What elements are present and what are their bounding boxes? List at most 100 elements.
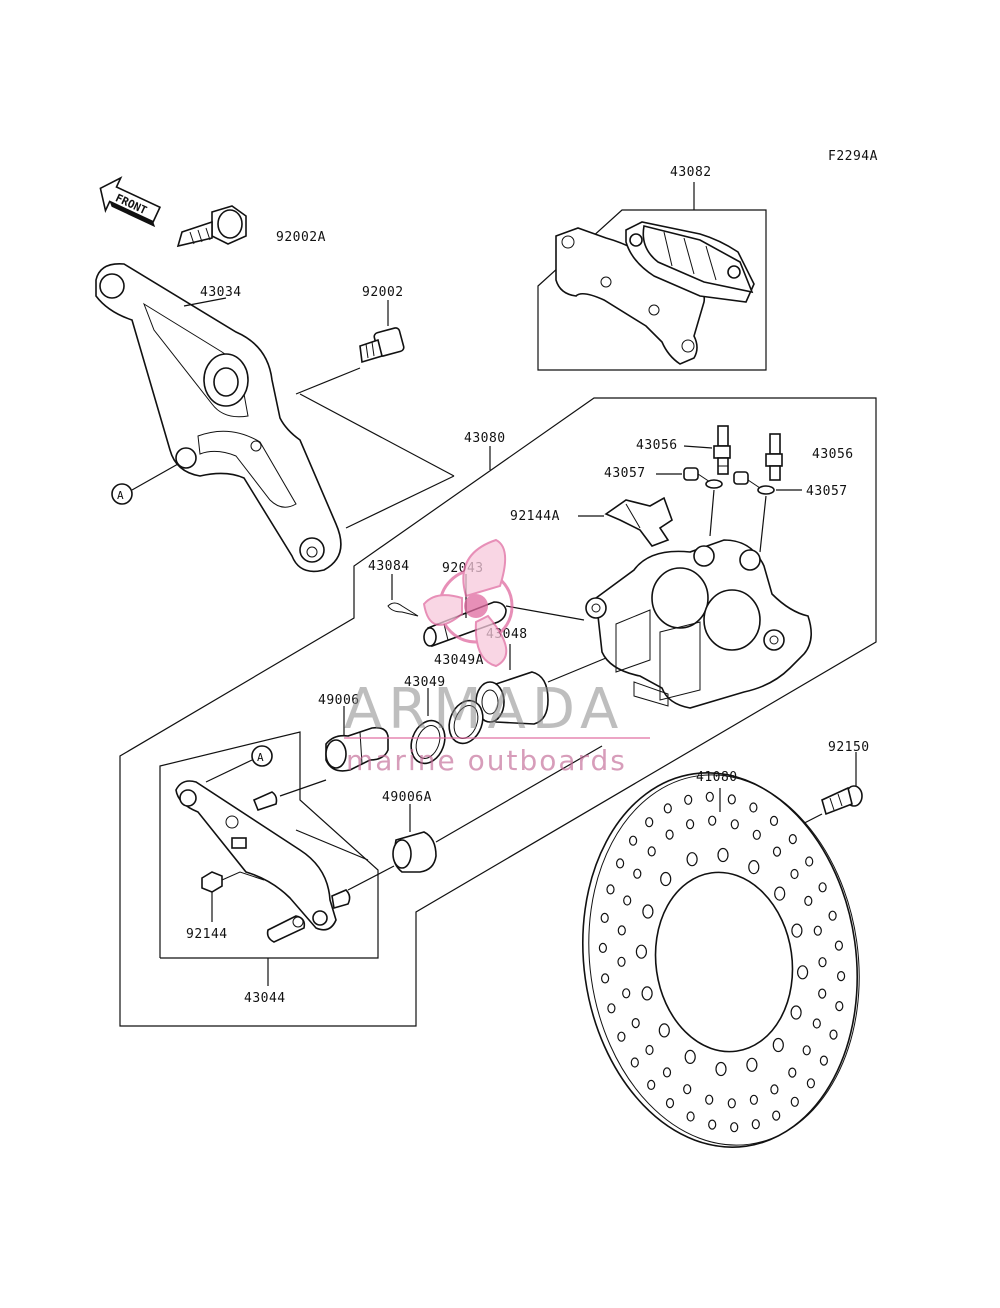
- disc-hole: [749, 1094, 759, 1105]
- ref-marker-a-2: [251, 745, 273, 767]
- disc-hole: [836, 970, 846, 982]
- disc-hole: [633, 868, 642, 879]
- label-43034: 43034: [200, 285, 242, 300]
- caliper-holder-43044: [175, 780, 351, 943]
- disc-bolt-92150: [821, 785, 863, 816]
- bleeder-valve-right: [765, 433, 783, 481]
- disc-hole: [791, 923, 803, 938]
- disc-hole: [828, 910, 837, 921]
- disc-hole: [705, 791, 714, 802]
- disc-hole: [772, 1037, 784, 1053]
- disc-hole: [683, 1084, 692, 1095]
- disc-hole: [635, 944, 648, 959]
- disc-hole: [812, 1018, 821, 1029]
- disc-hole: [642, 904, 654, 919]
- brake-pads-43082: [555, 221, 755, 365]
- disc-hole: [790, 1005, 802, 1020]
- disc-hole: [684, 794, 693, 805]
- label-43049A: 43049A: [434, 653, 484, 668]
- dust-seal-43049A: [448, 699, 484, 745]
- disc-hole: [660, 871, 672, 887]
- disc-hole: [717, 847, 729, 863]
- disc-hole: [628, 835, 638, 846]
- label-49006: 49006: [318, 693, 360, 708]
- disc-hole: [645, 1044, 654, 1056]
- disc-hole: [770, 1084, 779, 1095]
- figure-code: F2294A: [828, 149, 878, 164]
- pad-spring-92144A: [604, 496, 673, 547]
- label-43056-left: 43056: [636, 438, 678, 453]
- caliper-assembly-box: [119, 397, 877, 1027]
- disc-hole: [727, 1098, 736, 1109]
- disc-hole: [772, 846, 782, 857]
- disc-hole: [804, 895, 813, 907]
- watermark-logo: [422, 538, 514, 668]
- disc-hole: [829, 1029, 838, 1040]
- disc-hole: [818, 957, 827, 968]
- disc-hole: [645, 817, 654, 828]
- ref-marker-a-1: [111, 483, 133, 505]
- disc-hole: [598, 942, 608, 954]
- disc-hole: [708, 1119, 717, 1130]
- disc-holes-outer: [598, 791, 846, 1133]
- label-92002A: 92002A: [276, 230, 326, 245]
- boot-49006A: [392, 831, 437, 873]
- disc-hole: [665, 829, 674, 840]
- ref-marker-a-2-label: A: [257, 751, 264, 764]
- disc-hole: [617, 925, 626, 936]
- disc-hole: [748, 859, 760, 875]
- disc-hole: [600, 912, 609, 924]
- label-92150: 92150: [828, 740, 870, 755]
- holder-box: [159, 731, 379, 959]
- disc-hole: [623, 895, 632, 906]
- disc-hole: [607, 1003, 616, 1014]
- front-arrow-icon: FRONT: [99, 176, 162, 228]
- bleeder-valve-left: [713, 425, 731, 475]
- piston-seal-43049: [410, 719, 446, 765]
- bleeder-cap-right: [733, 471, 775, 495]
- disc-hole: [834, 940, 844, 951]
- label-43044: 43044: [244, 991, 286, 1006]
- disc-hole: [751, 1119, 760, 1130]
- watermark-title: ARMADA: [344, 677, 624, 742]
- disc-hole: [663, 803, 672, 814]
- disc-hole: [708, 815, 717, 826]
- disc-hole: [818, 988, 827, 999]
- label-92002: 92002: [362, 285, 404, 300]
- disc-hole: [813, 925, 822, 936]
- disc-holes-inner: [635, 847, 809, 1077]
- disc-hole: [727, 794, 736, 805]
- disc-hole: [730, 1122, 739, 1133]
- pin-92043: [423, 601, 507, 648]
- disc-hole: [715, 1061, 727, 1077]
- disc-hole: [818, 882, 827, 893]
- disc-hole: [665, 1097, 675, 1109]
- disc-hole: [658, 1023, 670, 1038]
- disc-hole: [805, 856, 814, 867]
- disc-hole: [647, 846, 656, 857]
- disc-hole: [686, 852, 698, 867]
- disc-hole: [647, 1079, 656, 1091]
- disc-hole: [615, 858, 625, 869]
- disc-hole: [774, 886, 786, 901]
- disc-hole: [684, 1049, 696, 1065]
- label-43082: 43082: [670, 165, 712, 180]
- disc-hole: [622, 988, 631, 999]
- disc-hole: [686, 1111, 695, 1122]
- spring-92144: [201, 871, 265, 893]
- disc-hole: [819, 1055, 829, 1066]
- disc-hole: [630, 1057, 639, 1068]
- label-43049: 43049: [404, 675, 446, 690]
- caliper-bracket-43034: [95, 263, 342, 573]
- disc-hole: [685, 819, 695, 830]
- disc-hole: [788, 833, 797, 845]
- disc-hole: [705, 1094, 714, 1105]
- disc-hole: [772, 1110, 781, 1121]
- label-43057-right: 43057: [806, 484, 848, 499]
- disc-hole: [796, 965, 809, 980]
- bolt-92002A: [176, 205, 247, 248]
- disc-hole: [600, 973, 610, 984]
- caliper-body: [585, 539, 812, 709]
- disc-hole: [752, 829, 761, 840]
